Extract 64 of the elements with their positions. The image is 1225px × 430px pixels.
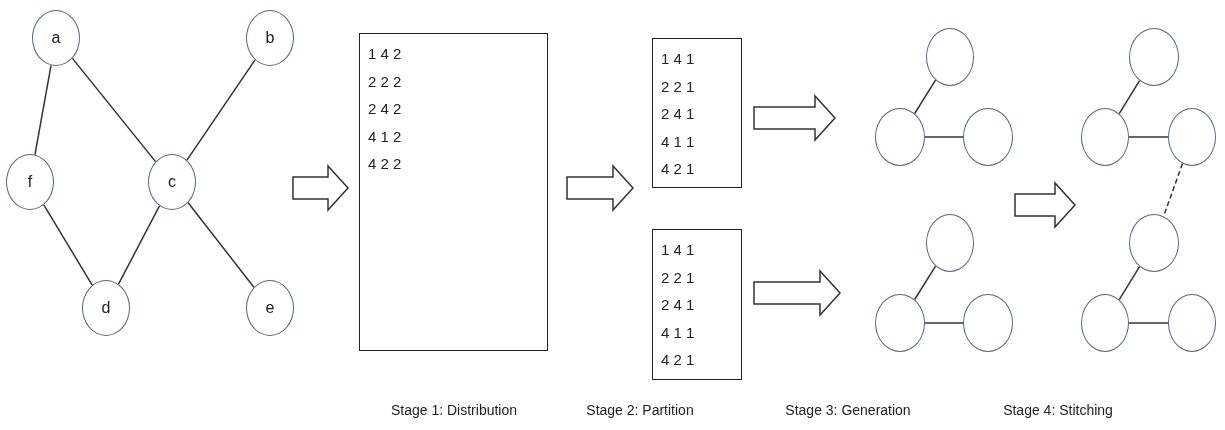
- connector-line: [1118, 79, 1141, 115]
- connector-line: [34, 64, 52, 156]
- graph-node-circle: [1081, 108, 1129, 166]
- data-row-text: 1 4 2: [368, 44, 402, 64]
- data-row-text: 1 4 1: [661, 49, 695, 69]
- data-list-box: [652, 38, 742, 188]
- data-row-text: 2 2 1: [661, 267, 695, 288]
- data-row-text: 4 1 2: [368, 126, 402, 147]
- node-label: b: [265, 29, 275, 47]
- data-row-text: 2 4 2: [368, 99, 402, 119]
- data-row-text: 4 1 1: [661, 131, 695, 152]
- stage-caption: Stage 3: Generation: [785, 402, 911, 418]
- connector-line: [924, 322, 964, 324]
- graph-node-circle: [875, 294, 925, 352]
- node-label: e: [265, 299, 275, 317]
- graph-node-circle: [246, 10, 294, 66]
- data-row-text: 4 1 1: [661, 322, 695, 343]
- data-row-text: 2 4 1: [661, 295, 695, 315]
- graph-node-circle: [1168, 294, 1216, 352]
- data-row-text: 4 2 2: [368, 154, 402, 174]
- graph-node-circle: [6, 154, 54, 210]
- graph-node-circle: [875, 108, 925, 166]
- data-row-text: 2 4 1: [661, 104, 695, 124]
- data-list-box: [359, 33, 548, 351]
- stage-caption: Stage 1: Distribution: [390, 402, 518, 418]
- data-list-box: [652, 229, 742, 380]
- connector-line: [71, 57, 157, 163]
- connector-line: [187, 202, 255, 288]
- node-label: d: [101, 299, 111, 317]
- stage-caption: Stage 2: Partition: [586, 402, 694, 418]
- graph-node-circle: [32, 10, 80, 66]
- data-row-text: 4 2 1: [661, 159, 695, 179]
- block-arrow: [566, 164, 634, 212]
- graph-node-circle: [1081, 294, 1129, 352]
- graph-node-circle: [963, 108, 1013, 166]
- graph-node-circle: [1129, 28, 1179, 86]
- block-arrow: [753, 94, 836, 142]
- data-row-text: 4 2 1: [661, 350, 695, 370]
- graph-node-circle: [926, 214, 974, 272]
- data-row-text: 2 2 1: [661, 76, 695, 97]
- connector-line: [924, 136, 964, 138]
- graph-node-circle: [246, 280, 294, 336]
- connector-line: [43, 204, 93, 286]
- connector-line: [1128, 322, 1169, 324]
- graph-node-circle: [1129, 214, 1179, 272]
- node-label: f: [27, 173, 33, 191]
- graph-node-circle: [148, 154, 196, 210]
- node-label: c: [168, 173, 176, 191]
- connector-line: [117, 205, 161, 285]
- block-arrow: [753, 269, 841, 317]
- stage-caption: Stage 4: Stitching: [1003, 402, 1113, 418]
- node-label: a: [51, 29, 61, 47]
- block-arrow: [292, 164, 349, 212]
- connector-line: [913, 265, 937, 301]
- connector-line: [1128, 136, 1169, 138]
- data-row-text: 2 2 2: [368, 71, 402, 92]
- graph-node-circle: [963, 294, 1013, 352]
- data-row-text: 1 4 1: [661, 240, 695, 260]
- graph-node-circle: [926, 28, 974, 86]
- connector-line: [1118, 265, 1141, 301]
- connector-line: [913, 79, 937, 115]
- connector-line: [186, 59, 256, 161]
- graph-node-circle: [82, 280, 130, 336]
- graph-node-circle: [1168, 108, 1216, 166]
